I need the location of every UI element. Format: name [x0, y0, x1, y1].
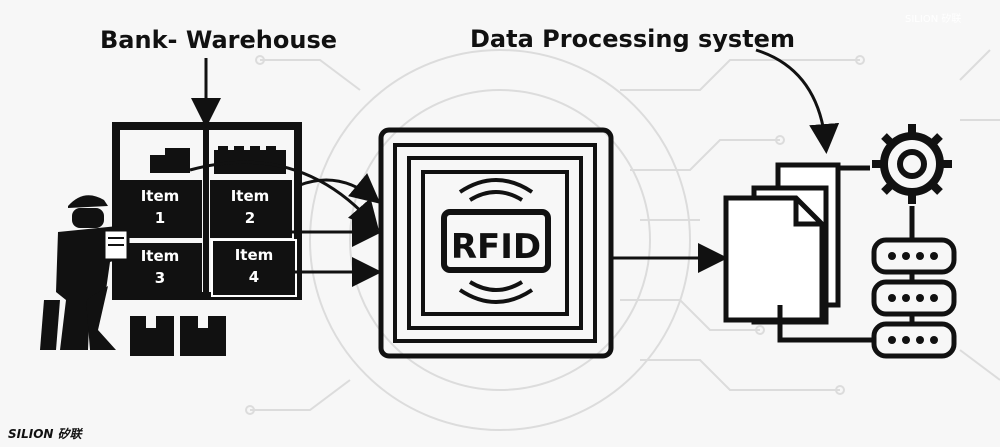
item-word: Item	[140, 187, 180, 205]
arrow-icon	[189, 48, 840, 287]
brand-logo: SILION 矽联	[8, 427, 82, 441]
warehouse-label: Bank- Warehouse	[100, 26, 337, 54]
documents-icon	[723, 162, 841, 325]
item-number: 2	[244, 209, 256, 227]
item-number: 4	[248, 268, 260, 286]
package-icon	[130, 316, 226, 356]
connector-lines	[777, 165, 874, 343]
item-label-2: Item 2	[218, 185, 282, 229]
item-word: Item	[140, 247, 180, 265]
item-box-4	[211, 239, 297, 297]
item-box-1	[120, 180, 202, 238]
item-label-1: Item 1	[128, 185, 192, 229]
circuit-background	[245, 49, 1000, 431]
item-box-2	[210, 180, 292, 238]
gear-icon	[872, 124, 952, 204]
item-box-3	[120, 243, 202, 296]
watermark: SILION 矽联	[905, 14, 962, 25]
server-icon	[871, 206, 957, 359]
worker-icon	[40, 195, 130, 350]
item-word: Item	[234, 246, 274, 264]
rfid-tag-icon	[378, 127, 614, 359]
item-label-3: Item 3	[128, 245, 192, 289]
data-processing-label: Data Processing system	[470, 25, 795, 53]
item-word: Item	[230, 187, 270, 205]
item-label-4: Item 4	[222, 244, 286, 288]
item-number: 1	[154, 209, 166, 227]
server-lights	[888, 252, 938, 344]
item-number: 3	[154, 269, 166, 287]
rfid-label: RFID	[451, 227, 541, 267]
